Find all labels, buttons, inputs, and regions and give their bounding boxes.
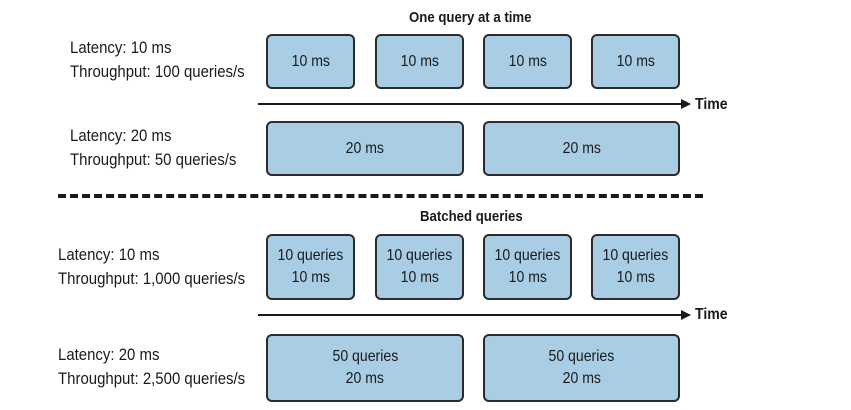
box-line: 10 ms (291, 52, 330, 70)
box-line: 10 ms (616, 52, 655, 70)
throughput-label: Throughput: 2,500 queries/s (58, 369, 246, 388)
time-axis-label: Time (695, 306, 728, 323)
query-box: 20 ms (483, 121, 680, 176)
batch-box: 10 queries 10 ms (266, 234, 355, 300)
query-box: 10 ms (483, 34, 572, 89)
row-label-bottom-2: Latency: 20 ms Throughput: 2,500 queries… (58, 343, 271, 391)
box-line-time: 10 ms (508, 269, 547, 286)
box-line-time: 10 ms (400, 269, 439, 286)
box-line-time: 20 ms (562, 370, 601, 387)
row-label-top-1: Latency: 10 ms Throughput: 100 queries/s (70, 36, 268, 84)
time-axis-line (258, 103, 682, 105)
box-line-queries: 10 queries (386, 247, 453, 264)
batch-box: 50 queries 20 ms (483, 334, 680, 402)
batch-box: 10 queries 10 ms (375, 234, 464, 300)
latency-label: Latency: 10 ms (58, 245, 160, 264)
time-axis-label: Time (695, 96, 728, 113)
latency-label: Latency: 20 ms (58, 345, 160, 364)
latency-label: Latency: 10 ms (70, 38, 172, 57)
section-title-batched: Batched queries (420, 208, 523, 225)
box-line: 10 ms (400, 52, 439, 70)
box-line-queries: 10 queries (277, 247, 344, 264)
box-line-queries: 10 queries (602, 247, 669, 264)
box-line-queries: 50 queries (332, 348, 398, 365)
box-line: 10 ms (508, 52, 547, 70)
query-box: 20 ms (266, 121, 464, 176)
latency-label: Latency: 20 ms (70, 126, 172, 145)
arrow-right-icon (681, 99, 691, 109)
box-line-time: 10 ms (616, 269, 655, 286)
query-box: 10 ms (591, 34, 680, 89)
box-line-time: 10 ms (291, 269, 330, 286)
row-label-bottom-1: Latency: 10 ms Throughput: 1,000 queries… (58, 243, 271, 291)
batch-box: 50 queries 20 ms (266, 334, 464, 402)
section-divider (58, 194, 703, 198)
batch-box: 10 queries 10 ms (591, 234, 680, 300)
section-title-one-query: One query at a time (409, 9, 532, 26)
box-line: 20 ms (562, 139, 601, 157)
row-label-top-2: Latency: 20 ms Throughput: 50 queries/s (70, 124, 259, 172)
throughput-label: Throughput: 50 queries/s (70, 150, 237, 169)
throughput-label: Throughput: 1,000 queries/s (58, 269, 246, 288)
box-line-time: 20 ms (345, 370, 385, 387)
batch-box: 10 queries 10 ms (483, 234, 572, 300)
throughput-label: Throughput: 100 queries/s (70, 62, 245, 81)
box-line-queries: 10 queries (494, 247, 561, 264)
box-line-queries: 50 queries (548, 348, 615, 365)
time-axis-line (258, 314, 682, 316)
query-box: 10 ms (266, 34, 355, 89)
arrow-right-icon (681, 310, 691, 320)
query-box: 10 ms (375, 34, 464, 89)
box-line: 20 ms (345, 139, 385, 157)
